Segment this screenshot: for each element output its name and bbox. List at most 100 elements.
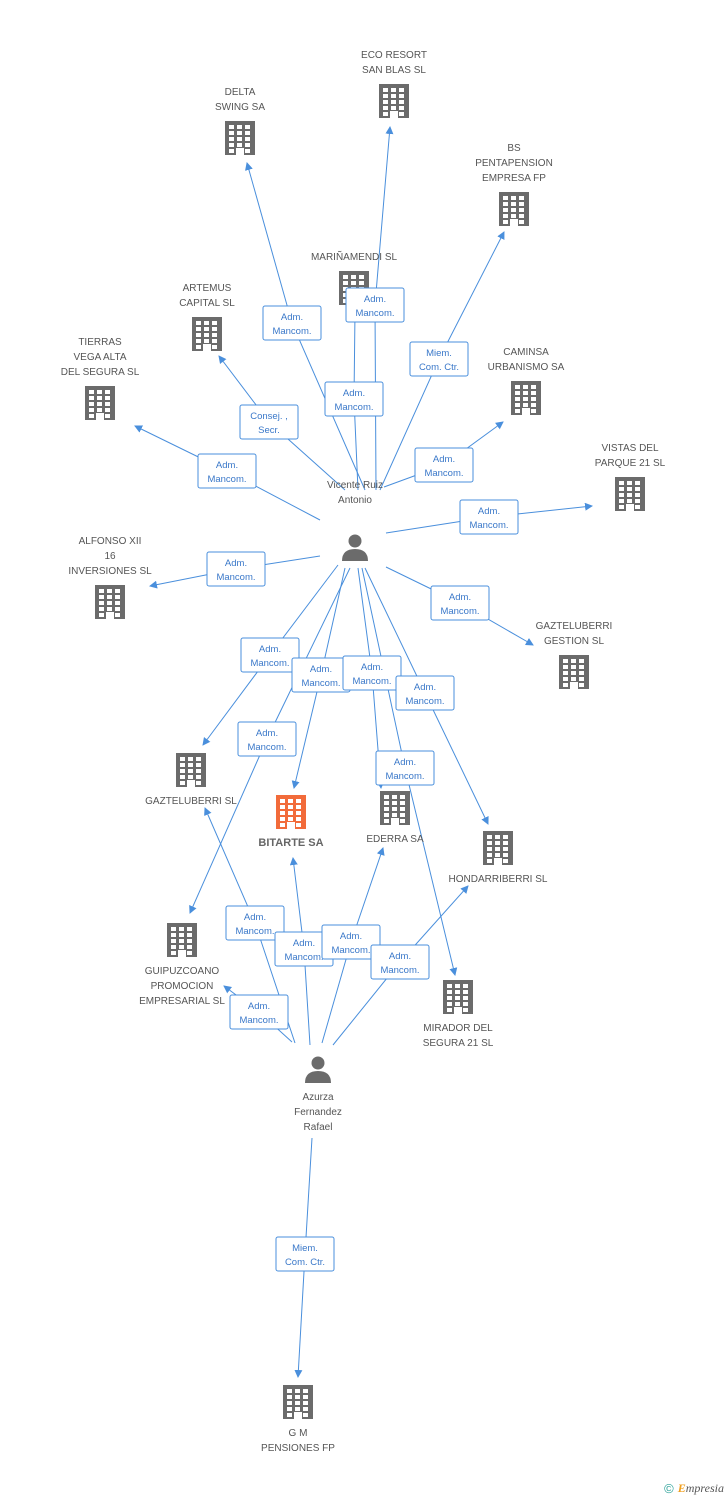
edge-label-vicente-delta[interactable]: Adm.Mancom.: [262, 305, 322, 341]
edge-label-azurza-gazt_sl[interactable]: Adm.Mancom.: [225, 905, 285, 941]
edge-label-box: [395, 675, 455, 711]
edge-label-text: Mancom.: [284, 952, 323, 963]
edge-label-box: [240, 637, 300, 673]
edge-label-text: Mancom.: [272, 326, 311, 337]
node-label: BS: [507, 143, 521, 154]
edge-label-text: Mancom.: [250, 658, 289, 669]
node-label: Rafael: [304, 1122, 333, 1133]
node-ederra[interactable]: EDERRA SA: [366, 791, 424, 845]
building-icon: [615, 477, 645, 511]
node-label: TIERRAS: [78, 337, 122, 348]
node-label: GAZTELUBERRI: [536, 621, 613, 632]
node-bitarte[interactable]: BITARTE SA: [258, 795, 324, 849]
edge-label-box: [324, 381, 384, 417]
node-caminsa[interactable]: CAMINSA URBANISMO SA: [488, 347, 565, 415]
building-icon: [380, 791, 410, 825]
edge-label-text: Adm.: [414, 682, 436, 693]
edge-label-vicente-gazt_gestion[interactable]: Adm.Mancom.: [430, 585, 490, 621]
edge-label-text: Miem.: [426, 348, 452, 359]
edge-label-text: Mancom.: [334, 402, 373, 413]
edge-label-vicente-vistas[interactable]: Adm.Mancom.: [459, 499, 519, 535]
building-icon: [225, 121, 255, 155]
node-label: PROMOCION: [151, 981, 214, 992]
edge-label-text: Secr.: [258, 425, 280, 436]
node-label: ECO RESORT: [361, 50, 427, 61]
node-label: MIRADOR DEL: [423, 1023, 493, 1034]
node-label: GUIPUZCOANO: [145, 966, 220, 977]
edge-label-vicente-hondarriberri[interactable]: Adm. Mancom.: [395, 675, 455, 711]
edge-label-vicente-caminsa[interactable]: Adm.Mancom.: [414, 447, 474, 483]
edge-label-box: [237, 721, 297, 757]
edge-label-text: Mancom.: [469, 520, 508, 531]
building-icon: [95, 585, 125, 619]
person-icon: [342, 534, 368, 561]
building-icon: [176, 753, 206, 787]
edge-label-text: Adm.: [248, 1001, 270, 1012]
edge-label-text: Mancom.: [385, 771, 424, 782]
node-label: SAN BLAS SL: [362, 65, 426, 76]
edge-label-vicente-bitarte[interactable]: Adm.Mancom.: [291, 657, 351, 693]
edge-label-vicente-eco[interactable]: Adm. Mancom.: [345, 287, 405, 323]
node-gazt_sl[interactable]: GAZTELUBERRI SL: [145, 753, 237, 807]
edge-label-text: Mancom.: [405, 696, 444, 707]
node-label: DEL SEGURA SL: [61, 367, 140, 378]
node-label: PENTAPENSION: [475, 158, 553, 169]
node-label: INVERSIONES SL: [68, 566, 152, 577]
edge-label-vicente-mirador[interactable]: Adm.Mancom.: [375, 750, 435, 786]
edge-label-azurza-ederra[interactable]: Adm.Mancom.: [321, 924, 381, 960]
brand-footer[interactable]: © Empresia: [664, 1481, 724, 1496]
edge-label-vicente-alfonso[interactable]: Adm.Mancom.: [206, 551, 266, 587]
edge-label-vicente-tierras[interactable]: Adm.Mancom.: [197, 453, 257, 489]
edge-label-text: Consej. ,: [250, 411, 288, 422]
edge-label-vicente-bs[interactable]: Miem.Com. Ctr.: [409, 341, 469, 377]
edge-label-box: [275, 1236, 335, 1272]
building-icon: [379, 84, 409, 118]
edge-label-text: Mancom.: [331, 945, 370, 956]
edge-label-text: Mancom.: [355, 308, 394, 319]
edge-label-box: [321, 924, 381, 960]
edge-label-vicente-gazt_sl[interactable]: Adm.Mancom.: [240, 637, 300, 673]
edge-label-box: [262, 305, 322, 341]
edge-label-vicente-ederra[interactable]: Adm.Mancom.: [342, 655, 402, 691]
edge-label-text: Mancom.: [216, 572, 255, 583]
edge-label-vicente-artemus[interactable]: Consej. , Secr.: [239, 404, 299, 440]
edge-label-text: Adm.: [293, 938, 315, 949]
building-icon: [559, 655, 589, 689]
copyright-symbol: ©: [664, 1481, 674, 1496]
node-label: HONDARRIBERRI SL: [449, 874, 548, 885]
node-label: URBANISMO SA: [488, 362, 565, 373]
node-hondarriberri[interactable]: HONDARRIBERRI SL: [449, 831, 548, 885]
edge-label-text: Adm.: [361, 662, 383, 673]
edge-label-text: Adm.: [364, 294, 386, 305]
edge-label-azurza-guipuzcoano[interactable]: Adm.Mancom.: [229, 994, 289, 1030]
edge-label-azurza-gm[interactable]: Miem.Com. Ctr.: [275, 1236, 335, 1272]
edge-label-azurza-hondarriberri[interactable]: Adm.Mancom.: [370, 944, 430, 980]
node-label: VISTAS DEL: [601, 443, 658, 454]
node-label: PENSIONES FP: [261, 1443, 335, 1454]
brand-logo: Empresia: [677, 1481, 724, 1495]
edge-label-box: [409, 341, 469, 377]
node-eco[interactable]: ECO RESORT SAN BLAS SL: [361, 50, 427, 118]
edge-label-vicente-marinamendi[interactable]: Adm.Mancom.: [324, 381, 384, 417]
edge-label-box: [225, 905, 285, 941]
edge-label-box: [430, 585, 490, 621]
edge-label-text: Mancom.: [301, 678, 340, 689]
edge-label-box: [206, 551, 266, 587]
node-label: EDERRA SA: [366, 834, 424, 845]
edge-label-box: [342, 655, 402, 691]
edge-label-vicente-guipuzcoano[interactable]: Adm.Mancom.: [237, 721, 297, 757]
node-label: CAMINSA: [503, 347, 549, 358]
